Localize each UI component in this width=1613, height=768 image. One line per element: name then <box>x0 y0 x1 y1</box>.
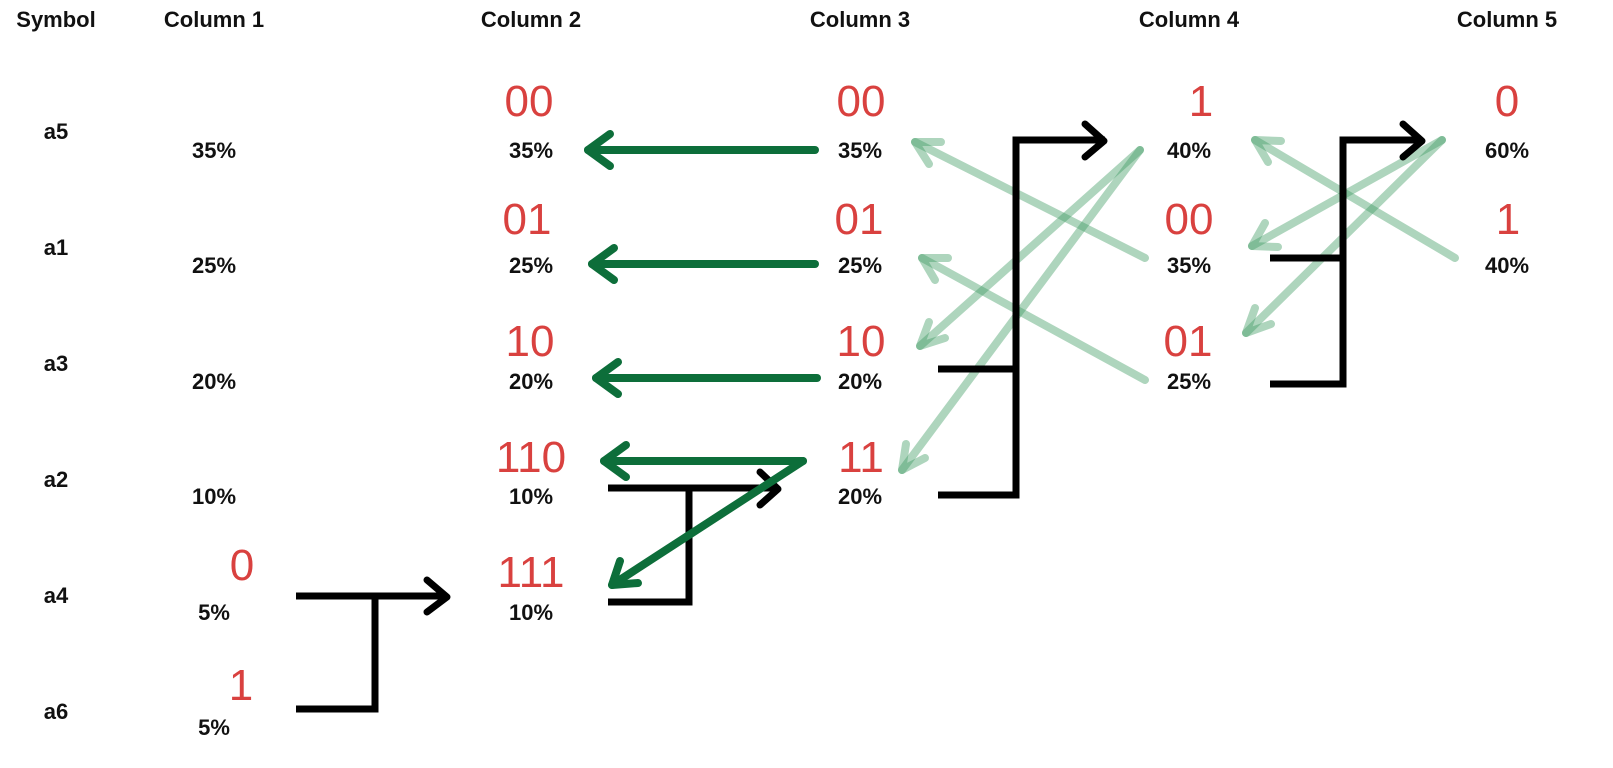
col1-probability: 5% <box>198 600 230 625</box>
header-column-4: Column 4 <box>1138 7 1240 32</box>
col5-probability: 40% <box>1484 253 1530 278</box>
col2-probability: 35% <box>508 138 554 163</box>
col5-code: 0 <box>1494 77 1520 126</box>
col4-probability: 25% <box>1166 369 1212 394</box>
arrowhead <box>1248 219 1282 251</box>
arrowhead <box>1242 304 1275 337</box>
code-arrow-col5-1-to-col4-40 <box>1251 136 1459 262</box>
header-symbol: Symbol <box>16 7 96 32</box>
arrowhead <box>592 358 622 398</box>
merge-bracket-col4 <box>1270 136 1422 388</box>
col3-code: 11 <box>838 433 884 482</box>
col1-probability: 20% <box>191 369 237 394</box>
arrowhead <box>584 130 614 170</box>
col1-probability: 35% <box>191 138 237 163</box>
col2-probability: 10% <box>508 600 554 625</box>
code-arrow-col3-11-to-col2-111 <box>608 457 807 589</box>
code-arrow-col4-1-to-col3-20b <box>898 146 1144 474</box>
header-column-2: Column 2 <box>480 7 582 32</box>
col4-code: 1 <box>1188 77 1214 126</box>
col4-probability: 40% <box>1166 138 1212 163</box>
arrowhead <box>588 244 618 284</box>
col2-code: 10 <box>505 317 555 366</box>
merge-bracket-col3 <box>938 136 1105 499</box>
col5-probability: 60% <box>1484 138 1530 163</box>
merge-brackets <box>296 120 1426 713</box>
arrowhead <box>911 138 945 168</box>
arrowhead <box>1081 120 1108 161</box>
arrowhead <box>1399 120 1426 161</box>
arrowhead <box>608 557 642 589</box>
col3-probability: 20% <box>837 369 883 394</box>
col5-code: 1 <box>1495 195 1521 244</box>
col2-code: 00 <box>504 77 554 126</box>
col3-probability: 25% <box>837 253 883 278</box>
col2-code: 01 <box>502 195 552 244</box>
col4-code: 01 <box>1163 317 1213 366</box>
code-arrows-col4-to-col3 <box>898 138 1149 474</box>
col2-code: 110 <box>495 433 567 482</box>
col3-code: 10 <box>836 317 886 366</box>
col3-probability: 35% <box>837 138 883 163</box>
col4-probability: 35% <box>1166 253 1212 278</box>
col1-probability: 25% <box>191 253 237 278</box>
code-arrow-col4-01-to-col3-25 <box>918 254 1149 384</box>
col2-probability: 10% <box>508 484 554 509</box>
col2-probability: 20% <box>508 369 554 394</box>
col1-code: 0 <box>229 541 255 590</box>
symbol-label: a1 <box>43 235 69 260</box>
header-column-1: Column 1 <box>163 7 265 32</box>
symbol-label: a4 <box>43 583 69 608</box>
arrowhead <box>423 576 451 616</box>
arrowhead <box>600 441 630 481</box>
header-column-3: Column 3 <box>809 7 911 32</box>
code-arrows-col5-to-col4 <box>1242 136 1459 337</box>
arrowhead <box>916 318 949 350</box>
col3-code: 00 <box>836 77 886 126</box>
code-arrow-col4-1-to-col3-20 <box>916 146 1144 350</box>
symbol-label: a3 <box>43 351 69 376</box>
col2-code: 111 <box>497 548 565 597</box>
header-column-5: Column 5 <box>1456 7 1558 32</box>
symbol-label: a5 <box>43 119 69 144</box>
code-arrow-col5-0-to-col4-35 <box>1248 136 1446 250</box>
symbol-label: a2 <box>43 467 69 492</box>
col1-code: 1 <box>228 661 254 710</box>
symbol-label: a6 <box>43 699 69 724</box>
col1-probability: 10% <box>191 484 237 509</box>
col2-probability: 25% <box>508 253 554 278</box>
arrowhead <box>918 254 952 284</box>
arrowhead <box>756 468 782 509</box>
code-arrows-col3-to-col2 <box>584 130 821 589</box>
col3-code: 01 <box>834 195 884 244</box>
merge-bracket-col1 <box>296 592 447 713</box>
arrowhead <box>1251 136 1285 166</box>
code-arrow-col4-00-to-col3-35 <box>911 138 1149 262</box>
col4-code: 00 <box>1164 195 1214 244</box>
arrowhead <box>898 440 929 474</box>
col1-probability: 5% <box>198 715 230 740</box>
col3-probability: 20% <box>837 484 883 509</box>
